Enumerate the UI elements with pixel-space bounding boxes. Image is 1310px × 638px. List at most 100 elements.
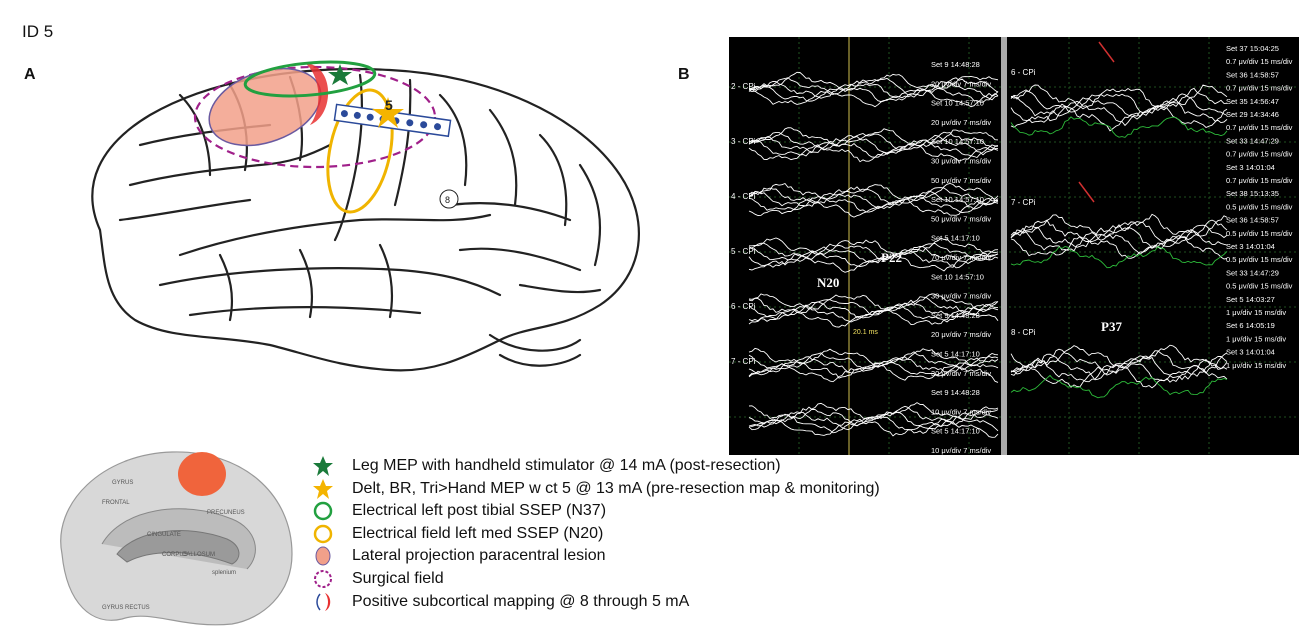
medial-region-label: GYRUS RECTUS — [102, 605, 150, 611]
left-set-label: 20 μv/div 7 ms/div — [931, 330, 991, 339]
right-channel-label: 6 - CPi — [1011, 68, 1036, 77]
medial-region-label: CORPUS — [162, 552, 188, 558]
waveform-trace — [748, 304, 999, 323]
marker-5-label: 5 — [385, 97, 393, 113]
legend-text: Surgical field — [352, 570, 444, 587]
waveform-trace — [748, 143, 998, 163]
right-set-label: Set 33 14:47:29 — [1226, 268, 1279, 277]
median-ssep-ellipse — [326, 88, 394, 214]
arrow-1 — [1098, 41, 1115, 63]
waveform-trace — [1010, 84, 1228, 110]
marker-8-label: 8 — [445, 195, 450, 205]
waveform-trace — [748, 88, 999, 108]
left-set-label: Set 5 14:17:10 — [931, 427, 980, 436]
right-set-label: 0.5 μv/div 15 ms/div — [1226, 202, 1293, 211]
right-set-label: 0.7 μv/div 15 ms/div — [1226, 150, 1293, 159]
left-set-label: Set 5 14:17:10 — [931, 234, 980, 243]
waveform-trace — [748, 418, 999, 438]
medial-region-label: splenium — [212, 570, 236, 576]
waveform-trace — [1010, 234, 1228, 260]
left-set-label: Set 5 14:17:10 — [931, 350, 980, 359]
waveform-trace — [748, 182, 999, 202]
right-set-label: Set 6 14:05:19 — [1226, 321, 1275, 330]
right-set-label: Set 36 14:58:57 — [1226, 70, 1279, 79]
waveform-trace — [1010, 219, 1228, 243]
right-set-label: Set 38 15:13:35 — [1226, 189, 1279, 198]
medial-region-label: CALLOSUM — [182, 552, 215, 558]
left-set-label: 10 μv/div 7 ms/div — [931, 407, 991, 416]
figure-id: ID 5 — [22, 22, 54, 41]
tibial-ssep-ellipse — [243, 60, 377, 98]
legend-text: Electrical left post tibial SSEP (N37) — [352, 502, 607, 520]
waveform-trace — [748, 293, 999, 312]
left-set-label: Set 10 14:57:10 — [931, 137, 984, 146]
left-set-label: Set 10 14:57:10 — [931, 195, 984, 204]
leg-mep-star — [328, 64, 352, 85]
green-star-icon — [312, 455, 334, 477]
medial-region-label: GYRUS — [112, 480, 133, 486]
waveform-trace — [748, 195, 999, 214]
left-channel-label: 2 - CPi — [731, 82, 756, 91]
waveform-trace — [748, 187, 999, 206]
right-set-label: Set 29 14:34:46 — [1226, 110, 1279, 119]
waveform-trace — [748, 131, 999, 151]
waveform-trace — [1010, 374, 1228, 399]
left-set-label: 30 μv/div 7 ms/div — [931, 157, 991, 166]
scope-divider — [1001, 37, 1007, 455]
right-set-label: 0.7 μv/div 15 ms/div — [1226, 84, 1293, 93]
left-set-label: 30 μv/div 7 ms/div — [931, 292, 991, 301]
waveform-trace — [1010, 357, 1228, 383]
right-waveforms — [1010, 84, 1228, 399]
right-set-label: 0.7 μv/div 15 ms/div — [1226, 176, 1293, 185]
left-waveforms — [748, 71, 999, 438]
waveform-trace — [1010, 224, 1228, 249]
left-set-label: Set 10 14:57:10 — [931, 272, 984, 281]
panel-a-letter: A — [24, 66, 36, 83]
waveform-trace — [748, 242, 999, 261]
waveform-trace — [748, 190, 999, 210]
waveform-trace — [748, 250, 999, 269]
right-set-label: Set 33 14:47:29 — [1226, 136, 1279, 145]
left-channel-label: 4 - CPi — [731, 192, 756, 201]
salmon-ellipse-icon — [312, 545, 334, 567]
right-set-label: Set 35 14:56:47 — [1226, 97, 1279, 106]
medial-lesion — [178, 452, 226, 496]
waveform-trace — [748, 80, 999, 101]
latency-label: 20.1 ms — [853, 329, 878, 336]
right-channel-label: 7 - CPi — [1011, 198, 1036, 207]
left-set-label: 30 μv/div 7 ms/div — [931, 369, 991, 378]
waveform-trace — [1010, 116, 1228, 138]
right-set-label: 1 μv/div 15 ms/div — [1226, 308, 1286, 317]
orange-star-icon — [312, 478, 334, 500]
left-set-label: Set 10 14:57:10 — [931, 99, 984, 108]
right-set-label: 0.5 μv/div 15 ms/div — [1226, 255, 1293, 264]
waveform-trace — [1010, 245, 1228, 269]
right-set-label: Set 3 14:01:04 — [1226, 348, 1275, 357]
right-set-label: Set 3 14:01:04 — [1226, 163, 1275, 172]
left-channel-label: 3 - CPi — [731, 137, 756, 146]
medial-region-label: PRECUNEUS — [207, 510, 245, 516]
panel-b-letter: B — [678, 66, 690, 83]
waveform-trace — [748, 411, 999, 431]
right-set-label: Set 37 15:04:25 — [1226, 44, 1279, 53]
waveform-trace — [1010, 228, 1228, 255]
waveform-trace — [1010, 93, 1228, 120]
medial-region-label: FRONTAL — [102, 500, 130, 506]
hand-mep-star — [372, 97, 404, 128]
n20-label: N20 — [817, 275, 839, 290]
waveform-trace — [748, 77, 999, 95]
waveform-trace — [748, 134, 999, 156]
left-set-label: 10 μv/div 7 ms/div — [931, 446, 991, 455]
waveform-trace — [748, 127, 999, 147]
p22-label: P22 — [881, 250, 902, 265]
right-set-label: 0.5 μv/div 15 ms/div — [1226, 229, 1293, 238]
right-set-label: Set 5 14:03:27 — [1226, 295, 1275, 304]
waveform-trace — [1010, 103, 1228, 132]
legend-text: Positive subcortical mapping @ 8 through… — [352, 592, 690, 610]
right-channel-label: 8 - CPi — [1011, 328, 1036, 337]
waveform-trace — [748, 363, 999, 383]
waveform-trace — [748, 405, 999, 427]
right-set-label: 1 μv/div 15 ms/div — [1226, 361, 1286, 370]
waveform-trace — [748, 83, 999, 103]
